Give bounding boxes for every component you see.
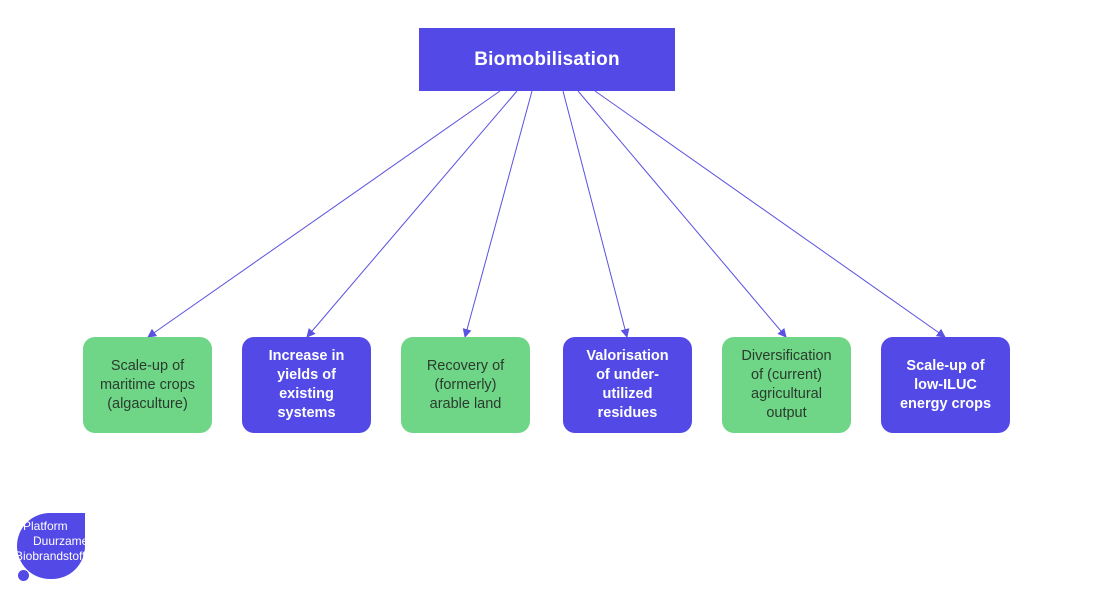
root-node-biomobilisation: Biomobilisation [419, 28, 675, 91]
platform-logo: Platform Duurzame Biobrandstoffen [15, 513, 89, 582]
logo-shape [17, 513, 85, 579]
logo-line-2: Duurzame [33, 534, 89, 548]
child-node-recovery: Recovery of (formerly) arable land [401, 337, 530, 433]
connector-arrow-algaculture [147, 90, 501, 338]
child-node-iluc: Scale-up of low-ILUC energy crops [881, 337, 1010, 433]
child-node-label: Recovery of (formerly) arable land [426, 357, 505, 412]
logo-line-3: Biobrandstoffen [15, 549, 85, 563]
connector-arrow-iluc [594, 90, 946, 338]
logo-line-1: Platform [23, 519, 68, 533]
child-node-label: Valorisation of under- utilized residues [586, 348, 669, 421]
logo-dot-icon [17, 569, 30, 582]
connector-arrow-residues [562, 90, 630, 338]
child-node-diversification: Diversification of (current) agricultura… [722, 337, 851, 433]
child-node-algaculture: Scale-up of maritime crops (algaculture) [83, 337, 212, 433]
connector-arrow-yields [306, 90, 518, 338]
root-node-label: Biomobilisation [474, 48, 620, 70]
connector-arrow-recovery [462, 90, 533, 338]
connector-arrow-diversification [577, 90, 787, 338]
child-node-yields: Increase in yields of existing systems [242, 337, 371, 433]
child-node-residues: Valorisation of under- utilized residues [563, 337, 692, 433]
child-node-label: Scale-up of low-ILUC energy crops [899, 357, 992, 412]
child-node-label: Scale-up of maritime crops (algaculture) [99, 357, 196, 412]
child-node-label: Diversification of (current) agricultura… [741, 348, 832, 421]
child-node-label: Increase in yields of existing systems [268, 348, 345, 421]
